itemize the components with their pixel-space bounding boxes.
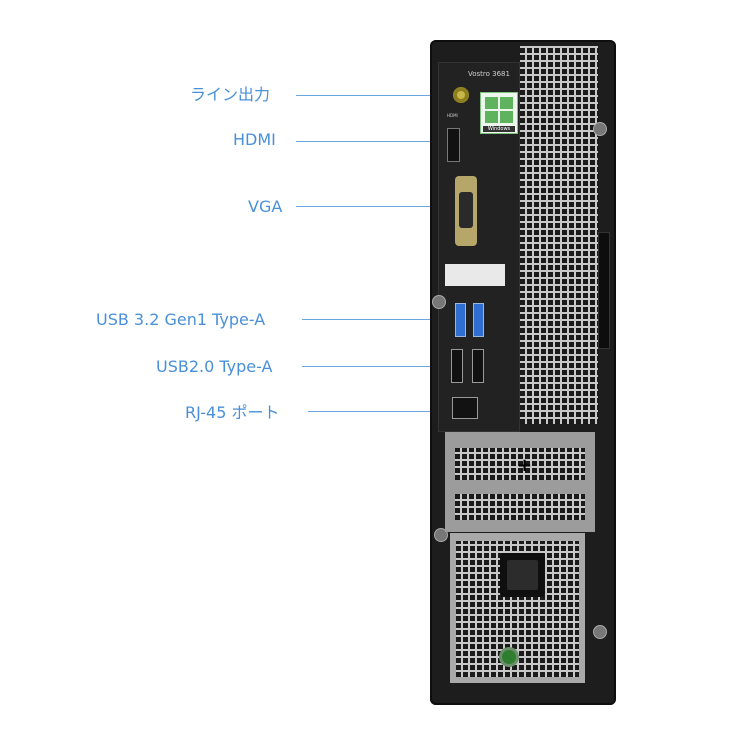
side-panel-handle	[598, 232, 610, 349]
windows-logo-sticker: Windows	[480, 92, 518, 134]
psu-led-indicator	[502, 650, 516, 664]
windows-pane-icon	[485, 111, 498, 123]
hdmi-port-tag: HDMI	[447, 113, 458, 118]
barcode-sticker	[445, 264, 505, 286]
upper-vent-grille	[520, 46, 598, 424]
windows-pane-icon	[485, 97, 498, 109]
leader-rj45	[308, 411, 450, 412]
model-label: Vostro 3681	[468, 70, 510, 78]
screw-icon	[593, 122, 607, 136]
screw-icon	[432, 295, 446, 309]
hdmi-port	[447, 128, 460, 162]
callout-vga: VGA	[248, 197, 283, 216]
ac-inlet-socket	[507, 560, 538, 590]
screw-icon	[593, 625, 607, 639]
leader-hdmi	[296, 141, 446, 142]
windows-pane-icon	[500, 97, 513, 109]
callout-line-out: ライン出力	[190, 85, 271, 104]
ac-power-inlet	[500, 553, 545, 597]
leader-usb3	[302, 319, 444, 320]
plus-icon: +	[517, 455, 533, 476]
leader-line-out	[296, 95, 450, 96]
vga-port	[455, 176, 477, 246]
usb3-port	[455, 303, 466, 337]
callout-usb2: USB2.0 Type-A	[156, 357, 273, 376]
psu-vent	[456, 541, 579, 677]
usb2-port	[472, 349, 484, 383]
callout-usb3: USB 3.2 Gen1 Type-A	[96, 310, 266, 329]
screw-icon	[434, 528, 448, 542]
usb2-port	[451, 349, 463, 383]
os-badge: Windows	[483, 126, 515, 132]
callout-hdmi: HDMI	[233, 130, 276, 149]
slot-vent	[455, 448, 585, 480]
callout-rj45: RJ-45 ポート	[185, 403, 280, 422]
leader-usb2	[302, 366, 444, 367]
rj45-port	[452, 397, 478, 419]
expansion-slot-area	[445, 432, 595, 532]
slot-vent	[455, 494, 585, 520]
windows-pane-icon	[500, 111, 513, 123]
usb3-port	[473, 303, 484, 337]
line-out-jack	[453, 87, 469, 103]
power-supply	[450, 533, 585, 683]
leader-vga	[296, 206, 454, 207]
vga-connector	[459, 192, 473, 228]
